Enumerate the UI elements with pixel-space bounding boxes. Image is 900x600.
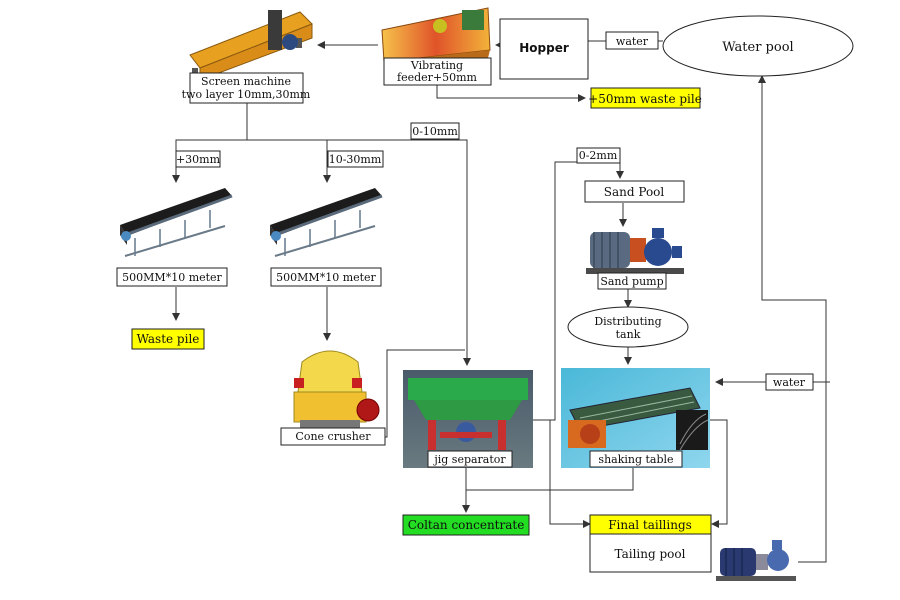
svg-text:0-10mm: 0-10mm <box>412 125 458 138</box>
screen-machine-image <box>189 10 313 81</box>
sand-pump-label: Sand pump <box>597 272 667 290</box>
svg-text:Cone crusher: Cone crusher <box>295 430 371 443</box>
water-pool-ellipse: Water pool <box>662 15 854 77</box>
tailing-pool-box: Final taillings Tailing pool <box>589 514 712 573</box>
label-0-2mm: 0-2mm <box>576 147 621 164</box>
hopper-box: Hopper <box>499 18 589 80</box>
conveyor-left-label: 500MM*10 meter <box>116 267 228 287</box>
svg-text:Waste pile: Waste pile <box>137 332 200 346</box>
label-plus30mm: +30mm <box>175 150 221 168</box>
vibrating-feeder-image <box>381 7 491 66</box>
shaking-table-label: shaking table <box>589 450 683 468</box>
svg-text:Distributing: Distributing <box>594 315 661 328</box>
svg-text:two layer 10mm,30mm: two layer 10mm,30mm <box>182 88 311 101</box>
svg-text:Hopper: Hopper <box>519 41 569 55</box>
svg-text:tank: tank <box>616 328 641 341</box>
svg-text:Water pool: Water pool <box>722 40 793 55</box>
sand-pool-box: Sand Pool <box>584 180 685 203</box>
svg-text:jig separator: jig separator <box>432 453 506 466</box>
svg-text:Coltan concentrate: Coltan concentrate <box>408 518 525 532</box>
conveyor-right-image <box>270 188 383 257</box>
vibrating-feeder-label: Vibrating feeder+50mm <box>383 57 492 86</box>
svg-text:500MM*10 meter: 500MM*10 meter <box>276 271 376 284</box>
svg-text:feeder+50mm: feeder+50mm <box>397 71 478 84</box>
tailing-pool-label: Tailing pool <box>615 547 686 561</box>
conveyor-left-image <box>120 188 233 257</box>
water-label-mid: water <box>765 373 814 391</box>
svg-text:+50mm waste pile: +50mm waste pile <box>588 92 702 106</box>
svg-text:Sand pump: Sand pump <box>600 275 663 288</box>
svg-text:Sand Pool: Sand Pool <box>604 185 665 199</box>
water-label-top: water <box>605 31 659 50</box>
distributing-tank-ellipse: Distributing tank <box>567 306 689 348</box>
label-10-30mm: 10-30mm <box>327 150 384 168</box>
svg-text:500MM*10 meter: 500MM*10 meter <box>122 271 222 284</box>
sand-pump-image <box>586 228 684 274</box>
cone-crusher-label: Cone crusher <box>280 427 386 446</box>
label-0-10mm: 0-10mm <box>410 122 460 140</box>
final-tailings-label: Final taillings <box>608 518 692 532</box>
tailing-pump-image <box>716 540 796 581</box>
svg-text:10-30mm: 10-30mm <box>329 153 382 166</box>
svg-text:water: water <box>616 35 649 48</box>
svg-text:Screen machine: Screen machine <box>201 75 291 88</box>
cone-crusher-image <box>293 350 380 428</box>
screen-machine-label: Screen machine two layer 10mm,30mm <box>182 72 311 104</box>
conveyor-right-label: 500MM*10 meter <box>270 267 382 287</box>
svg-text:+30mm: +30mm <box>176 153 221 166</box>
jig-separator-label: jig separator <box>427 450 513 468</box>
waste-pile-50mm-box: +50mm waste pile <box>588 87 702 109</box>
svg-text:water: water <box>773 376 806 389</box>
coltan-concentrate-box: Coltan concentrate <box>402 514 530 536</box>
flow-lines <box>172 37 830 563</box>
svg-text:Vibrating: Vibrating <box>410 59 463 72</box>
svg-text:0-2mm: 0-2mm <box>579 149 618 162</box>
waste-pile-box: Waste pile <box>131 328 205 350</box>
svg-text:shaking table: shaking table <box>598 453 673 466</box>
